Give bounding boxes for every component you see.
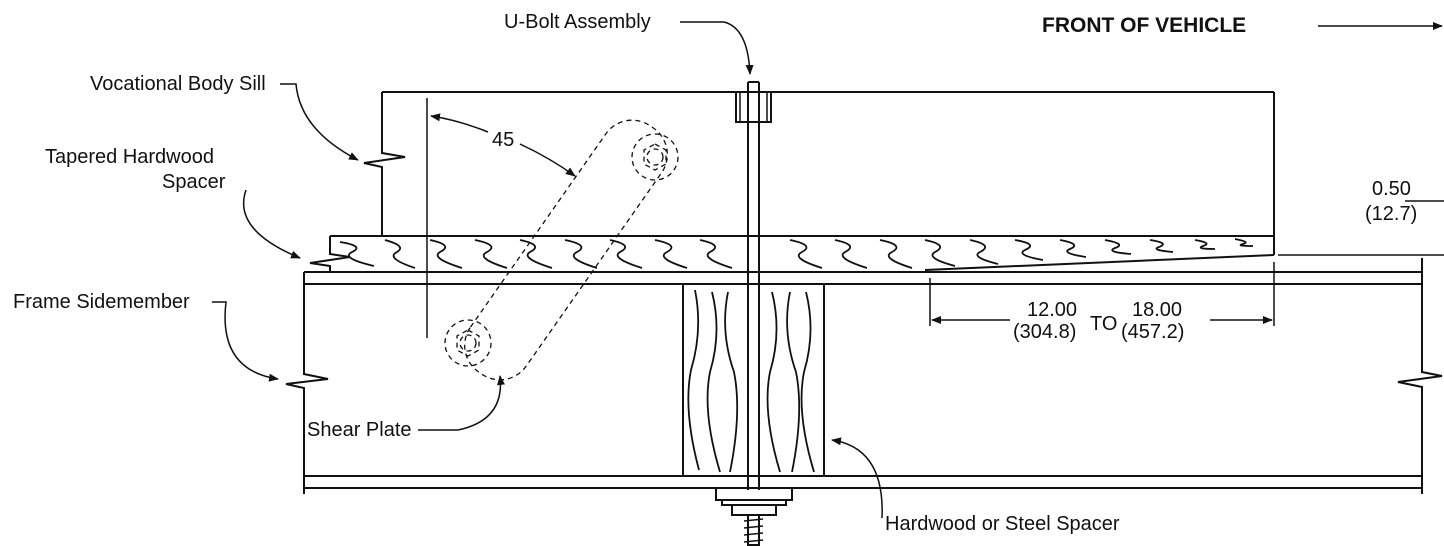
gap-in: 0.50 bbox=[1372, 178, 1411, 200]
shear-plate-label: Shear Plate bbox=[307, 419, 412, 441]
spacer-label: Hardwood or Steel Spacer bbox=[885, 513, 1120, 535]
label-shear-plate: Shear Plate bbox=[307, 375, 505, 441]
wood-grain bbox=[339, 238, 1254, 269]
angle-value: 45 bbox=[492, 129, 514, 151]
label-spacer: Hardwood or Steel Spacer bbox=[831, 437, 1120, 535]
taper-to: TO bbox=[1090, 313, 1117, 335]
body-sill-label: Vocational Body Sill bbox=[90, 73, 266, 95]
taper-min-in: 12.00 bbox=[1027, 299, 1077, 321]
frame-label: Frame Sidemember bbox=[13, 291, 190, 313]
tapered-hardwood-spacer bbox=[309, 235, 1275, 272]
taper-max-mm: (457.2) bbox=[1121, 321, 1184, 343]
bolt-hex-upper bbox=[631, 133, 679, 181]
gap-dimension: 0.50 (12.7) bbox=[1278, 178, 1444, 256]
front-of-vehicle-label: FRONT OF VEHICLE bbox=[1042, 14, 1246, 37]
angle-dimension: 45 bbox=[430, 113, 576, 177]
gap-mm: (12.7) bbox=[1365, 203, 1417, 225]
label-u-bolt: U-Bolt Assembly bbox=[504, 11, 754, 75]
tapered-spacer-label-1: Tapered Hardwood bbox=[45, 146, 214, 168]
label-front: FRONT OF VEHICLE bbox=[1042, 14, 1443, 37]
frame-sidemember bbox=[285, 258, 1443, 494]
shear-plate bbox=[444, 119, 679, 381]
taper-min-mm: (304.8) bbox=[1013, 321, 1076, 343]
label-frame: Frame Sidemember bbox=[13, 291, 279, 382]
u-bolt-label: U-Bolt Assembly bbox=[504, 11, 651, 33]
tapered-spacer-label-2: Spacer bbox=[162, 171, 226, 193]
label-body-sill: Vocational Body Sill bbox=[90, 73, 359, 161]
taper-length-dimension: 12.00 (304.8) TO 18.00 (457.2) bbox=[929, 262, 1275, 343]
u-bolt-assembly bbox=[715, 81, 793, 546]
body-sill bbox=[363, 91, 1275, 338]
bolt-hex-lower bbox=[444, 319, 492, 367]
taper-max-in: 18.00 bbox=[1132, 299, 1182, 321]
hardwood-steel-spacer bbox=[682, 283, 825, 477]
label-tapered-spacer: Tapered Hardwood Spacer bbox=[45, 146, 301, 259]
